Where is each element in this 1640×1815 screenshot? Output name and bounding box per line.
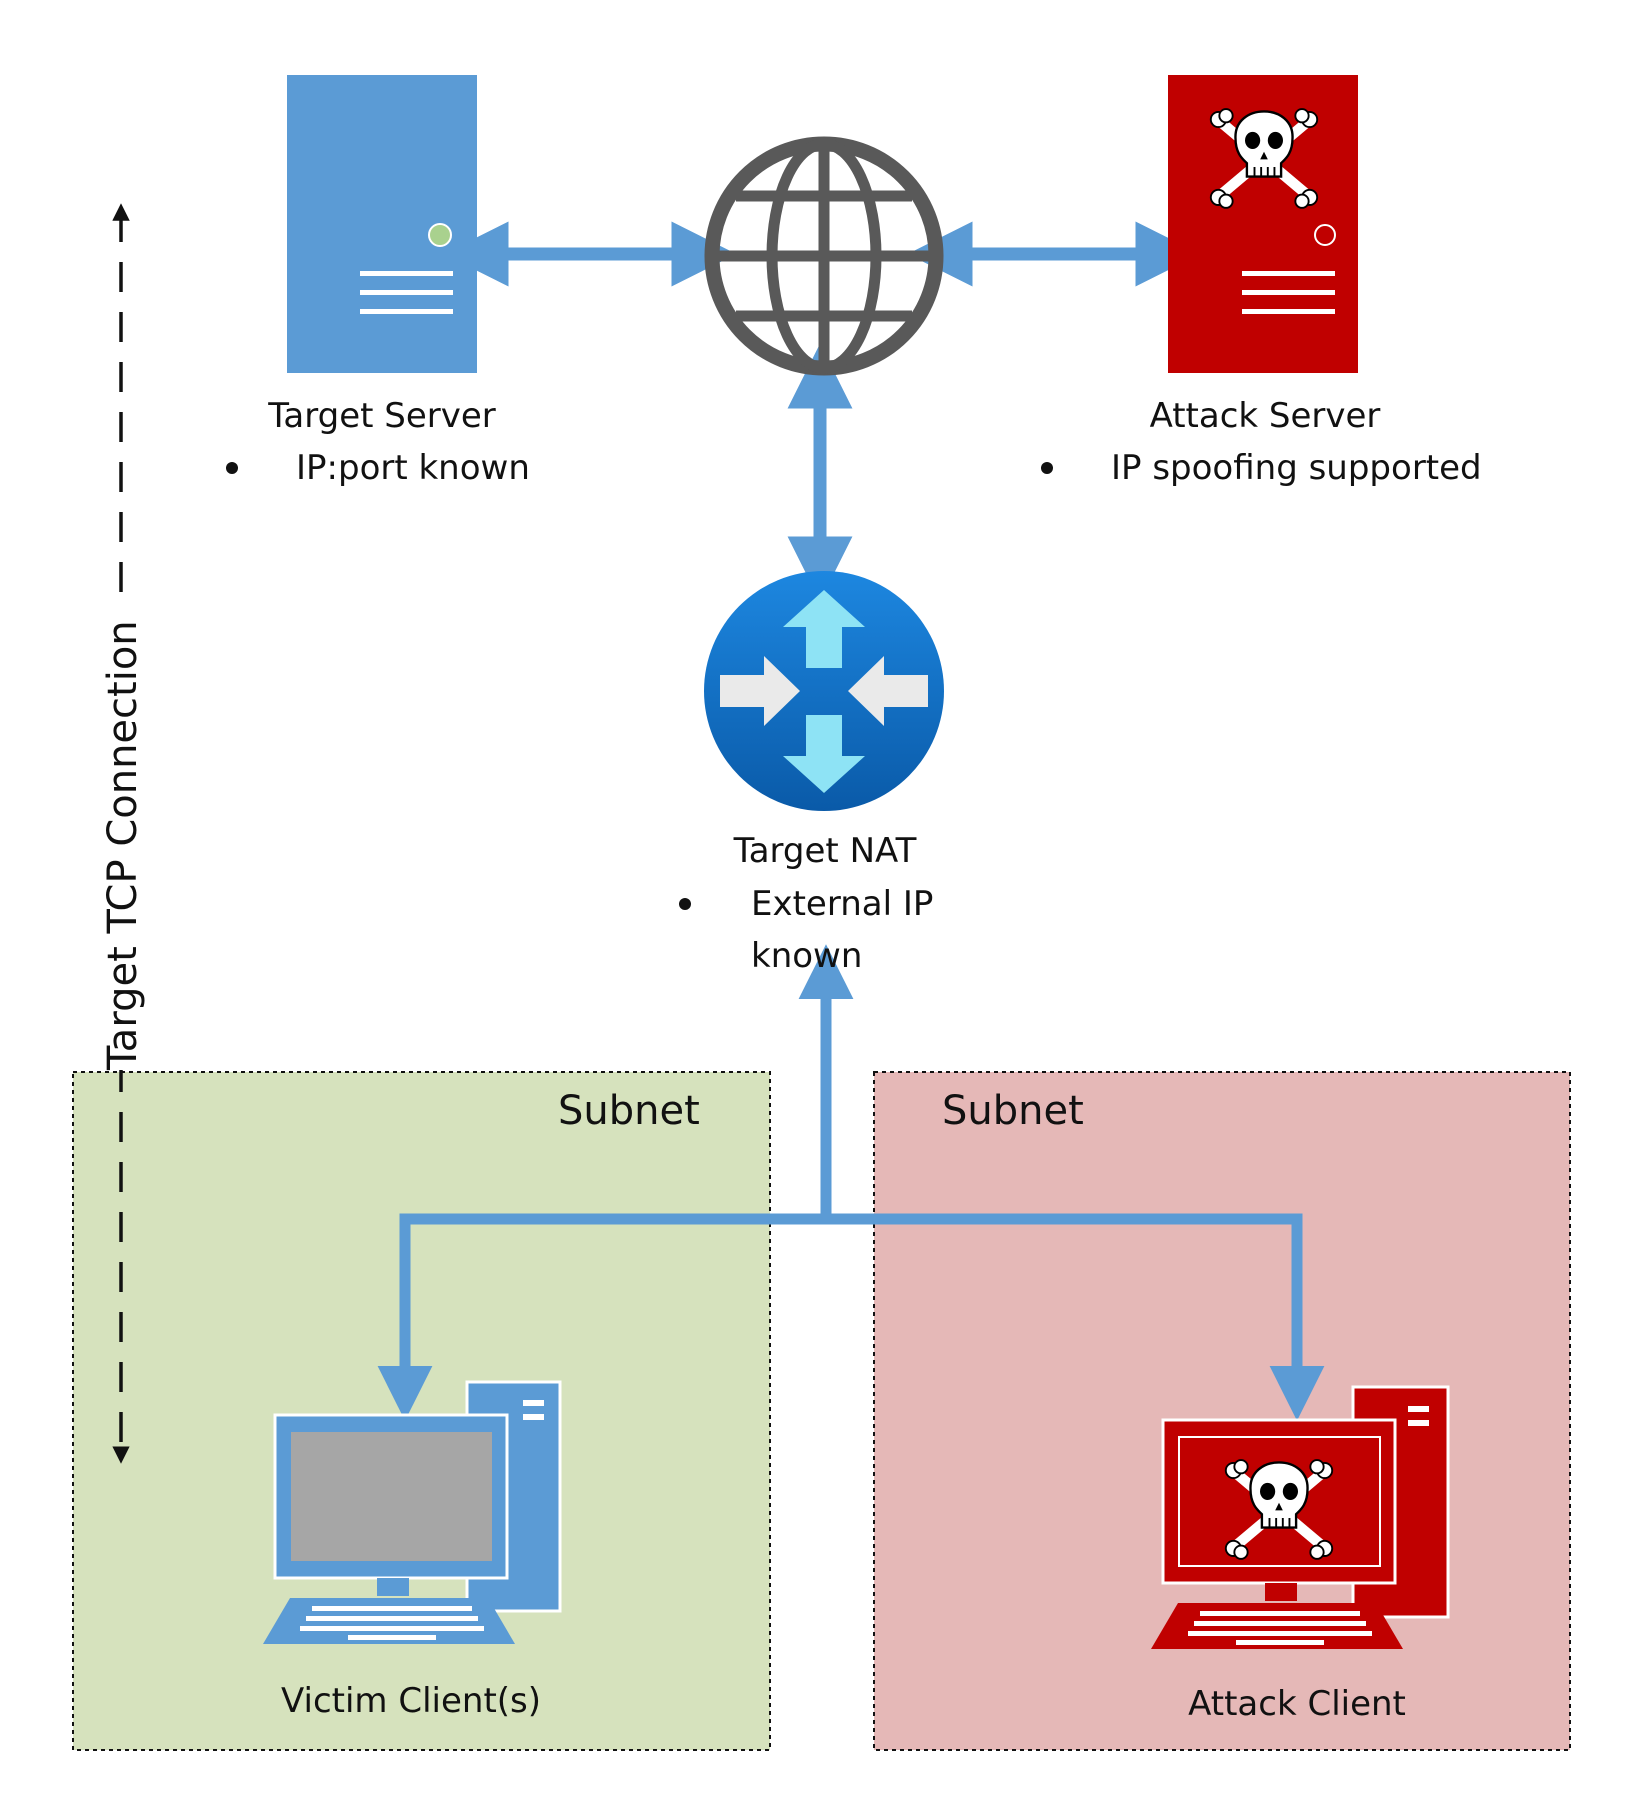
globe-icon: [704, 136, 944, 376]
attack-client-label: Attack Client: [1188, 1684, 1406, 1724]
target-server-icon: [287, 75, 477, 373]
tcp-label-mask: [86, 600, 146, 1070]
attack-server-bullet: IP spoofing supported: [1111, 448, 1482, 488]
target-server-title: Target Server: [267, 396, 496, 436]
attack-server-title: Attack Server: [1150, 396, 1381, 436]
attack-server-icon: [1168, 75, 1358, 373]
bullet-icon: [1041, 462, 1053, 474]
victim-subnet-label: Subnet: [558, 1088, 700, 1134]
bullet-icon: [679, 898, 691, 910]
bullet-icon: [226, 462, 238, 474]
attack-desktop-computer-icon: [1151, 1385, 1450, 1649]
victim-client-label: Victim Client(s): [281, 1681, 541, 1721]
target-nat-bullet-line1: External IP: [751, 884, 933, 924]
desktop-computer-icon: [263, 1380, 562, 1644]
target-nat-title: Target NAT: [733, 831, 917, 871]
router-icon: [704, 571, 944, 811]
target-nat-bullet-line2: known: [751, 936, 862, 976]
attack-subnet-label: Subnet: [942, 1088, 1084, 1134]
tcp-connection-label: Target TCP Connection: [100, 620, 146, 1071]
victim-subnet-box: [72, 1071, 771, 1751]
target-server-bullet: IP:port known: [296, 448, 530, 488]
